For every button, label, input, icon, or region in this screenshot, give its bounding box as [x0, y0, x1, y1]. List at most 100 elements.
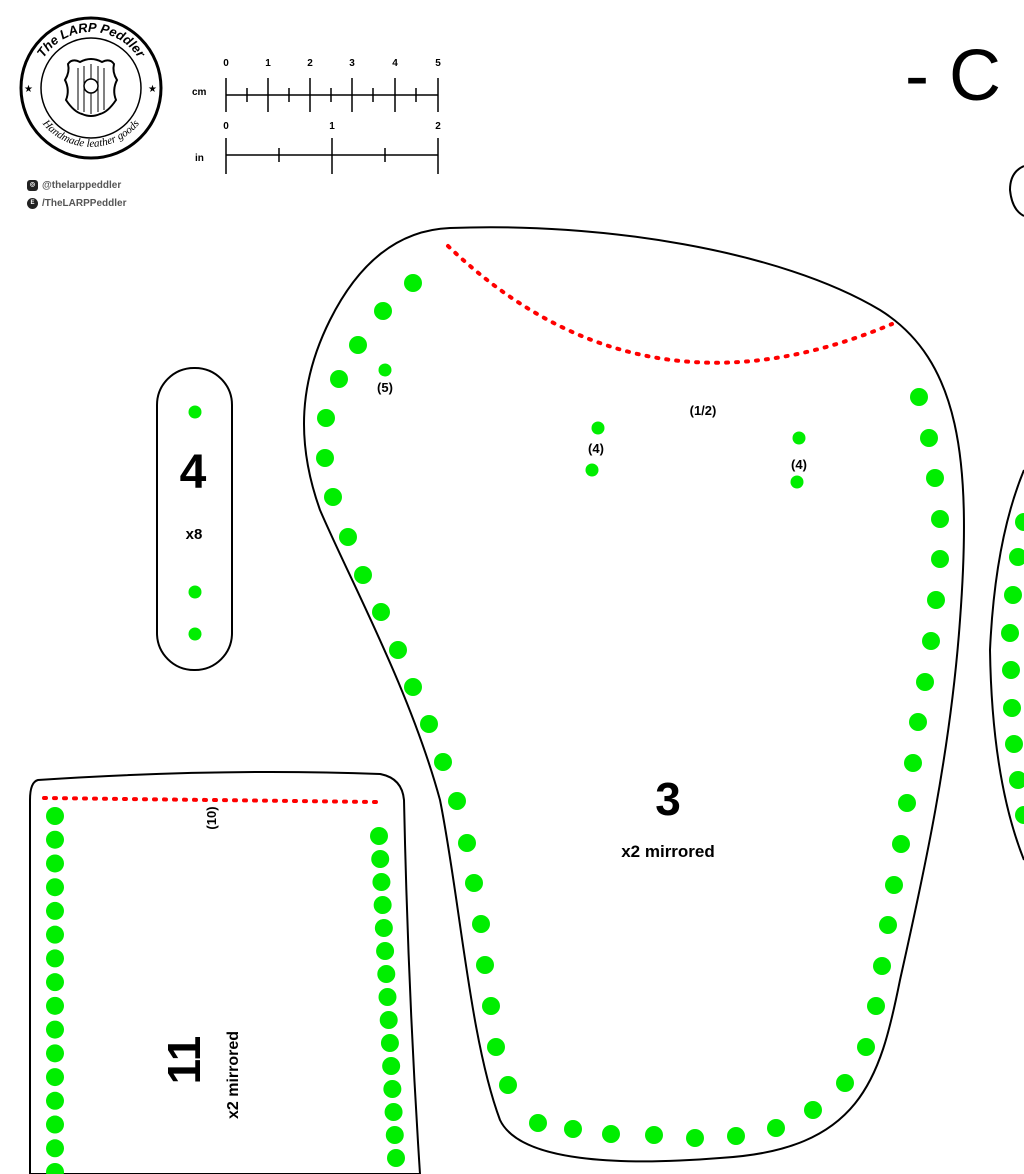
stitch-hole	[379, 1011, 398, 1029]
stitch-hole	[324, 488, 342, 506]
stitch-hole	[46, 1044, 64, 1063]
stitch-hole	[1015, 806, 1024, 824]
stitch-hole	[46, 1068, 64, 1087]
stitch-hole	[46, 807, 64, 825]
stitch-hole	[482, 997, 500, 1015]
stitch-hole	[927, 591, 945, 609]
stitch-hole	[727, 1127, 745, 1145]
stitch-hole	[1004, 586, 1022, 604]
stitch-hole	[377, 965, 396, 983]
stitch-hole	[46, 1020, 64, 1039]
brand-logo: The LARP Peddler Handmade leather goods …	[19, 16, 163, 160]
piece-quantity: x2 mirrored	[225, 1031, 242, 1119]
stitch-hole	[420, 715, 438, 733]
stitch-hole	[46, 996, 64, 1015]
leather-hide-icon	[63, 58, 119, 117]
stitch-hole	[1009, 771, 1024, 789]
piece-number: 4	[180, 446, 207, 499]
stitch-hole	[354, 566, 372, 584]
seam-line	[446, 244, 894, 365]
stitch-hole	[349, 336, 367, 354]
stitch-row	[46, 807, 405, 1174]
stitch-hole	[46, 1139, 64, 1158]
scale-in-tick-label: 2	[435, 121, 441, 132]
stitch-row	[188, 405, 202, 641]
stitch-hole	[188, 627, 202, 641]
stitch-hole	[910, 388, 928, 406]
stitch-hole	[1015, 513, 1024, 531]
seam-mark: (10)	[204, 806, 219, 829]
stitch-row	[316, 274, 949, 1147]
scale-cm-tick-label: 4	[392, 58, 398, 69]
piece-number: 3	[655, 773, 681, 825]
scale-in-tick-label: 1	[329, 121, 335, 132]
star-icon: ★	[148, 84, 157, 95]
instagram-handle: @thelarppeddler	[42, 179, 122, 191]
stitch-hole	[1002, 661, 1020, 679]
stitch-hole	[374, 302, 392, 320]
piece-outline-partial	[1008, 165, 1024, 217]
scale-cm-tick-label: 1	[265, 58, 271, 69]
pattern-piece-11: (10) 11 x2 mirrored	[28, 771, 422, 1174]
scale-in-tick-label: 0	[223, 121, 229, 132]
stitch-hole	[376, 942, 395, 960]
stitch-hole	[529, 1114, 547, 1132]
stitch-hole	[404, 678, 422, 696]
stitch-hole	[591, 421, 605, 435]
hole-mark: (4)	[791, 457, 807, 472]
stitch-hole	[378, 363, 392, 377]
stitch-hole	[370, 827, 388, 845]
scale-cm-tick-label: 5	[435, 58, 441, 69]
stitch-hole	[499, 1076, 517, 1094]
stitch-hole	[804, 1101, 822, 1119]
stitch-row	[1001, 513, 1024, 824]
social-etsy: E /TheLARPPeddler	[27, 196, 126, 210]
stitch-hole	[931, 550, 949, 568]
stitch-hole	[645, 1126, 663, 1144]
stitch-hole	[602, 1125, 620, 1143]
stitch-hole	[387, 1149, 405, 1167]
stitch-hole	[926, 469, 944, 487]
stitch-hole	[374, 919, 393, 937]
stitch-hole	[383, 1080, 402, 1098]
seam-mark: (1/2)	[690, 403, 717, 418]
etsy-handle: /TheLARPPeddler	[42, 197, 127, 209]
stitch-hole	[384, 1103, 403, 1121]
stitch-hole	[487, 1038, 505, 1056]
stitch-hole	[909, 713, 927, 731]
stitch-hole	[836, 1074, 854, 1092]
scale-ruler	[225, 78, 439, 174]
stitch-hole	[46, 1163, 64, 1174]
stitch-hole	[476, 956, 494, 974]
stitch-hole	[316, 449, 334, 467]
star-icon: ★	[24, 84, 33, 95]
stitch-hole	[46, 925, 64, 944]
stitch-hole	[585, 463, 599, 477]
stitch-hole	[46, 854, 64, 873]
piece-quantity: x8	[186, 526, 203, 543]
etsy-icon: E	[27, 197, 38, 209]
stitch-hole	[339, 528, 357, 546]
stitch-hole	[458, 834, 476, 852]
stitch-hole	[1001, 624, 1019, 642]
stitch-hole	[46, 949, 64, 968]
stitch-hole	[867, 997, 885, 1015]
stitch-hole	[857, 1038, 875, 1056]
instagram-icon: ◎	[27, 179, 38, 191]
stitch-hole	[434, 753, 452, 771]
stitch-hole	[46, 1115, 64, 1134]
stitch-hole	[389, 641, 407, 659]
stitch-hole	[564, 1120, 582, 1138]
piece-quantity: x2 mirrored	[621, 842, 715, 861]
pattern-piece-4: 4 x8	[156, 367, 233, 671]
stitch-hole	[380, 1034, 399, 1052]
stitch-hole	[916, 673, 934, 691]
stitch-hole	[892, 835, 910, 853]
hole-mark: (5)	[377, 380, 393, 395]
stitch-hole	[792, 431, 806, 445]
scale-cm-tick-label: 2	[307, 58, 313, 69]
stitch-hole	[46, 973, 64, 992]
stitch-hole	[46, 901, 64, 920]
stitch-hole	[1009, 548, 1024, 566]
hole-mark: (4)	[588, 441, 604, 456]
